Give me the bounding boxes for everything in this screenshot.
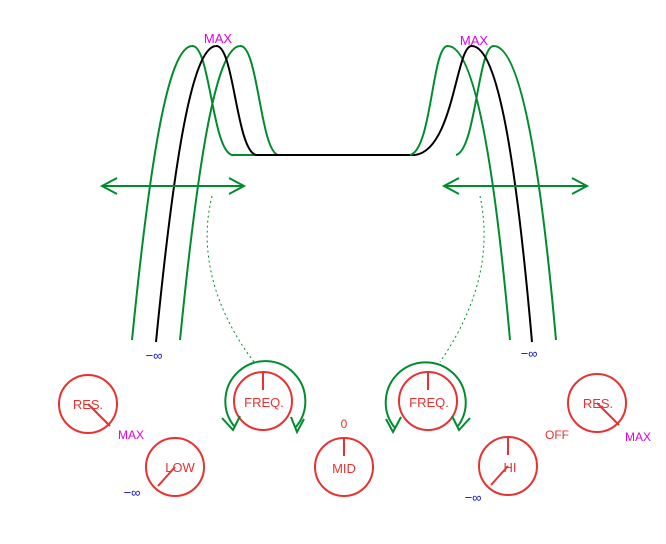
freq-rotation-arrows	[221, 360, 471, 435]
freq-right-knob[interactable]	[398, 371, 458, 431]
hi-neg-inf-label: −∞	[465, 490, 482, 505]
right-curve-main	[414, 45, 533, 343]
hi-label: HI	[504, 460, 517, 475]
freq-left-label: FREQ.	[244, 395, 284, 410]
freq-left-knob[interactable]	[233, 371, 293, 431]
freq-right-rotate-icon	[384, 361, 471, 435]
left-double-arrow	[99, 177, 247, 195]
right-curve-shifted-lower	[409, 45, 511, 341]
low-neg-inf-label: −∞	[124, 485, 141, 500]
low-label: LOW	[165, 460, 195, 475]
knobs	[58, 371, 627, 497]
left-link-line	[206, 195, 255, 363]
right-max-label: MAX	[460, 33, 489, 48]
response-curves	[131, 44, 557, 343]
mid-zero-label: 0	[341, 417, 348, 431]
res-left-max-label: MAX	[118, 428, 144, 442]
mid-label: MID	[332, 461, 356, 476]
freq-left-rotate-icon	[221, 360, 307, 435]
res-left-label: RES.	[73, 397, 103, 412]
left-max-label: MAX	[204, 31, 233, 46]
mid-knob[interactable]	[314, 437, 374, 497]
res-left-knob[interactable]	[58, 374, 118, 434]
frequency-shift-arrows	[99, 177, 590, 195]
right-link-line	[439, 195, 485, 363]
res-right-knob[interactable]	[567, 373, 627, 433]
left-curve-main	[155, 44, 415, 343]
knob-labels: RES. MAX LOW −∞ FREQ. 0 MID FREQ. HI −∞ …	[73, 395, 651, 505]
left-neg-inf-label: −∞	[146, 348, 163, 363]
low-knob[interactable]	[145, 437, 205, 497]
right-double-arrow	[441, 177, 590, 195]
left-curve-shifted-higher	[179, 44, 279, 341]
res-right-off-label: OFF	[545, 428, 569, 442]
link-dotted-lines	[206, 195, 485, 363]
right-neg-inf-label: −∞	[521, 346, 538, 361]
right-curve-shifted-higher	[455, 45, 557, 341]
res-right-max-label: MAX	[625, 430, 651, 444]
left-curve-shifted-lower	[131, 44, 282, 341]
hi-knob[interactable]	[478, 436, 538, 496]
freq-right-label: FREQ.	[409, 395, 449, 410]
res-right-label: RES.	[583, 396, 613, 411]
